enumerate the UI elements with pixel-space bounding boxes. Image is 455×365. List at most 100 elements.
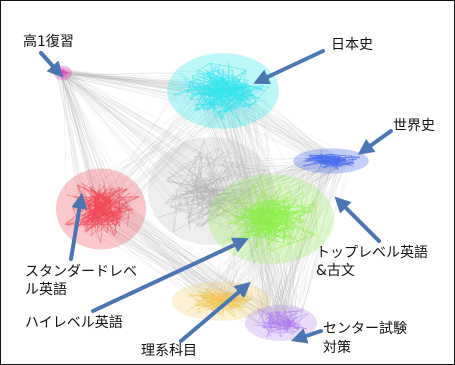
cluster-edge: [196, 168, 230, 189]
cluster-edge: [244, 210, 268, 237]
edge: [274, 214, 295, 320]
cluster-edge: [196, 206, 241, 226]
edge: [255, 157, 315, 221]
edge: [242, 217, 275, 328]
cluster-edge: [270, 318, 276, 325]
cluster-edge: [314, 204, 318, 237]
cluster-edge: [208, 202, 237, 204]
cluster-edge: [270, 321, 281, 324]
edge: [278, 242, 286, 330]
edge: [94, 93, 204, 201]
edge: [130, 105, 203, 208]
edge: [205, 95, 275, 323]
cluster-edge: [237, 228, 263, 238]
edge: [216, 229, 289, 308]
cluster-edge: [305, 156, 325, 162]
cluster-edge: [266, 213, 278, 224]
cluster-edge: [201, 194, 235, 209]
cluster-edge: [261, 210, 318, 237]
edge: [298, 166, 339, 328]
edge: [115, 79, 196, 225]
cluster-edge: [200, 179, 218, 194]
edge: [218, 164, 334, 210]
edge: [224, 97, 291, 324]
cluster-edge: [273, 227, 291, 235]
cluster-edge: [343, 155, 347, 162]
cluster-edge: [261, 194, 275, 203]
cluster-edge: [166, 180, 213, 190]
cluster-edge: [287, 316, 298, 324]
cluster-edge: [260, 322, 278, 324]
cluster-edge: [65, 216, 123, 225]
edge: [197, 90, 276, 314]
edge: [214, 158, 342, 196]
cluster-edge: [209, 298, 216, 307]
cluster-edge: [281, 319, 291, 324]
cluster-edge: [202, 297, 223, 308]
cluster-edge: [233, 74, 258, 103]
cluster-edge: [237, 210, 282, 229]
edge: [253, 89, 269, 319]
edge: [93, 220, 231, 307]
cluster-edge: [237, 201, 269, 205]
cluster-edge: [247, 216, 262, 219]
edge: [227, 213, 252, 301]
edge: [276, 161, 333, 323]
top-english-arrow: [334, 196, 381, 243]
cluster-edge: [269, 312, 299, 331]
edge: [252, 160, 345, 233]
edge: [209, 95, 286, 317]
cluster-edge: [253, 194, 265, 207]
edge: [293, 163, 351, 335]
cluster-edge: [283, 204, 290, 239]
cluster-edge: [250, 212, 270, 225]
cluster-edge: [279, 220, 286, 233]
cluster-edge: [287, 319, 291, 326]
cluster-edge: [290, 213, 299, 238]
japanese-history-arrow: [253, 49, 325, 85]
edge: [235, 216, 283, 322]
edge: [119, 218, 264, 329]
edge: [119, 201, 247, 296]
cluster-edge: [265, 214, 271, 221]
cluster-edge: [274, 185, 281, 195]
edge: [62, 70, 224, 77]
cluster-edge: [266, 196, 298, 228]
cluster-edge: [274, 215, 283, 237]
cluster-edge: [260, 204, 281, 207]
edge: [254, 161, 345, 228]
edge: [272, 244, 290, 323]
edge: [66, 102, 257, 195]
edge: [201, 158, 324, 227]
edge: [63, 71, 198, 200]
cluster-edge: [274, 324, 281, 337]
cluster-edge: [285, 319, 295, 330]
cluster-edge: [283, 233, 292, 238]
edge: [245, 97, 322, 152]
cluster-edge: [326, 160, 340, 170]
cluster-edge: [212, 188, 247, 217]
cluster-edge: [210, 304, 246, 309]
edge: [212, 170, 319, 189]
edge: [67, 224, 232, 297]
cluster-edge: [225, 210, 256, 227]
edge: [65, 72, 107, 192]
edge: [230, 90, 286, 322]
cluster-edge: [205, 287, 222, 305]
edge: [60, 72, 197, 226]
cluster-edge: [223, 298, 225, 301]
edge: [298, 160, 338, 328]
review-arrow: [39, 51, 64, 78]
cluster-edge: [251, 216, 256, 224]
cluster-edge: [261, 216, 271, 222]
cluster-edge: [188, 204, 213, 223]
cluster-edge: [196, 151, 201, 197]
edge: [134, 213, 274, 330]
cluster-core: [148, 137, 274, 245]
cluster-edge: [267, 322, 296, 325]
cluster-edge: [214, 302, 221, 310]
edge: [58, 71, 210, 192]
cluster-edge: [232, 191, 259, 196]
cluster-edge: [267, 319, 282, 324]
cluster-edge: [274, 320, 291, 324]
